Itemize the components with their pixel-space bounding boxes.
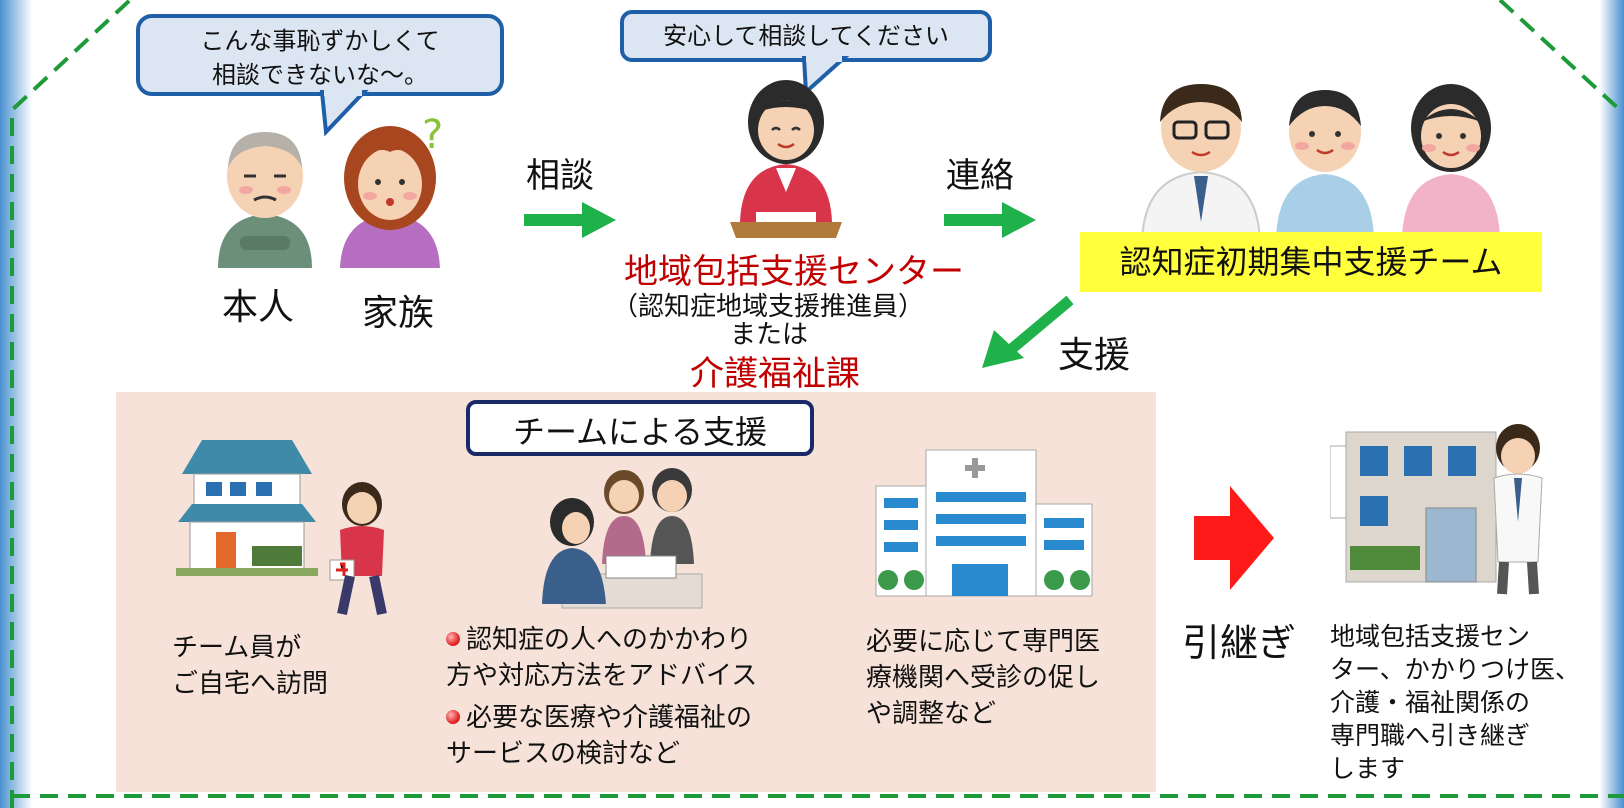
bubble-tail <box>319 90 369 136</box>
clinic-doctor-icon <box>1330 424 1543 595</box>
center-name: 地域包括支援センター <box>624 252 964 292</box>
col3-line-1: 必要に応じて専門医 <box>866 627 1101 657</box>
col3-line-2: 療機関へ受診の促し <box>866 663 1101 693</box>
consult-arrow-icon <box>524 202 616 238</box>
nurse-man-icon <box>1276 90 1374 238</box>
bubble-line-1: こんな事恥ずかしくて <box>200 27 440 55</box>
handover-line-2: ター、かかりつけ医、 <box>1330 655 1581 684</box>
handover-line-1: 地域包括支援セン <box>1330 622 1531 651</box>
meeting-icon <box>542 468 703 609</box>
visiting-nurse-icon <box>329 482 387 616</box>
contact-arrow-icon <box>944 202 1036 238</box>
hospital-icon <box>875 449 1093 597</box>
col1-text: チーム員が ご自宅へ訪問 <box>172 630 328 702</box>
center-or: または <box>730 320 809 350</box>
col3-line-3: や調整など <box>866 699 997 729</box>
bubble-line-2: 相談できないな～。 <box>212 61 428 89</box>
handover-line-4: 専門職へ引き継ぎ <box>1330 721 1531 750</box>
center-dept: 介護福祉課 <box>690 354 860 394</box>
col2-b1-l1: 認知症の人へのかかわり <box>466 625 753 655</box>
panel-title: チームによる支援 <box>466 400 814 456</box>
family-speech-bubble: こんな事恥ずかしくて 相談できないな～。 <box>136 14 504 96</box>
person-label: 本人 <box>222 287 295 328</box>
handover-label: 引継ぎ <box>1182 621 1297 665</box>
house-icon <box>176 440 318 576</box>
family-label: 家族 <box>362 293 435 334</box>
support-label: 支援 <box>1058 335 1131 376</box>
support-arrow-icon <box>982 295 1074 368</box>
col2-bullet-1-line-2: 方や対応方法をアドバイス <box>446 661 758 691</box>
col1-line-1: チーム員が <box>172 633 302 663</box>
col3-text: 必要に応じて専門医 療機関へ受診の促し や調整など <box>866 624 1100 732</box>
col2-bullet-2-line-2: サービスの検討など <box>446 739 681 769</box>
center-role: （認知症地域支援推進員） <box>612 292 925 322</box>
handover-line-5: します <box>1330 754 1406 783</box>
col2-bullet-1-line-1: 認知症の人へのかかわり <box>446 622 757 658</box>
col2-bullet-2-line-1: 必要な医療や介護福祉の <box>446 700 757 736</box>
bubble-tail <box>801 56 850 96</box>
team-label: 認知症初期集中支援チーム <box>1080 232 1542 292</box>
counselor-woman-icon <box>730 80 842 238</box>
handover-arrow-icon <box>1194 486 1274 590</box>
center-speech-bubble: 安心して相談してください <box>620 10 992 62</box>
bullet-dot-icon <box>446 632 460 646</box>
col2-text: 認知症の人へのかかわり 方や対応方法をアドバイス 必要な医療や介護福祉の サービ… <box>446 622 757 772</box>
contact-label: 連絡 <box>946 156 1014 196</box>
bubble-text: 安心して相談してください <box>663 22 949 50</box>
svg-text:?: ? <box>422 112 443 158</box>
handover-line-3: 介護・福祉関係の <box>1330 688 1531 717</box>
doctor-icon <box>1140 84 1262 242</box>
woman-question-icon: ? <box>340 112 443 268</box>
col2-b2-l1: 必要な医療や介護福祉の <box>466 703 753 733</box>
bullet-dot-icon <box>446 710 460 724</box>
handover-text: 地域包括支援セン ター、かかりつけ医、 介護・福祉関係の 専門職へ引き継ぎ しま… <box>1330 620 1580 785</box>
nurse-woman-icon <box>1402 84 1500 238</box>
elderly-man-icon <box>218 132 312 268</box>
col1-line-2: ご自宅へ訪問 <box>172 669 329 699</box>
consult-label: 相談 <box>526 156 594 196</box>
